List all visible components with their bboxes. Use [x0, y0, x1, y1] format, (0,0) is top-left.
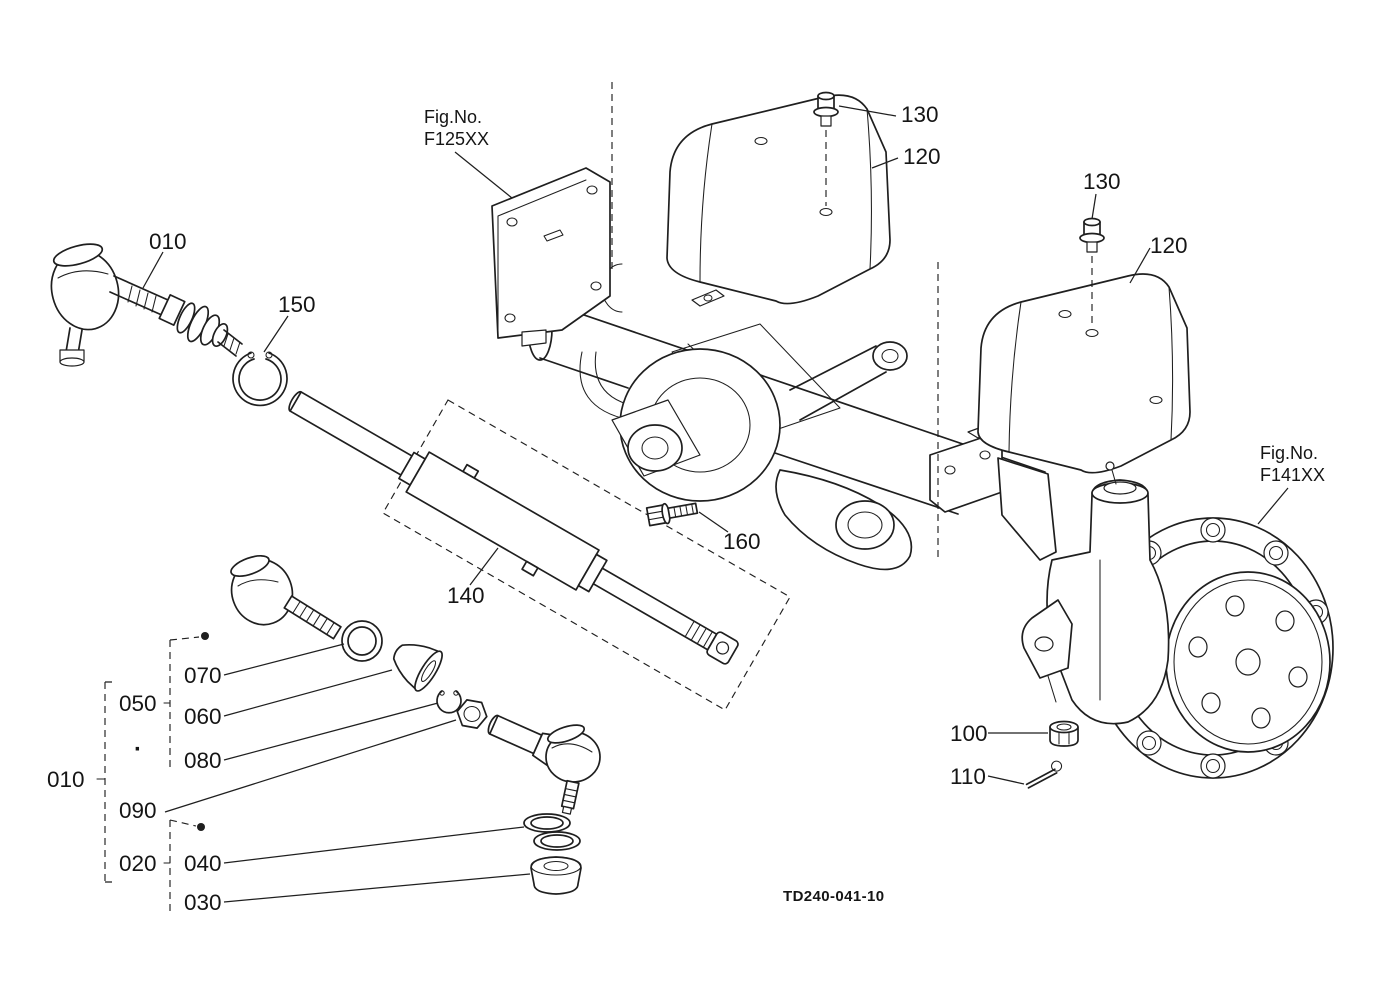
- callout-100: 100: [950, 721, 988, 746]
- callout-150: 150: [278, 292, 316, 317]
- figref-right-label: Fig.No.: [1260, 443, 1318, 463]
- mount-plate-f125: [491, 167, 611, 347]
- leader-130-right: [1091, 193, 1097, 220]
- leader-fig-left: [454, 151, 513, 199]
- leader-lines: [142, 105, 1289, 903]
- labels: Fig.No. F125XX Fig.No. F141XX 010 150 13…: [47, 102, 1325, 915]
- leader-160: [698, 511, 729, 533]
- seal-cup-030: [530, 856, 582, 895]
- callout-160: 160: [723, 529, 761, 554]
- leader-010-upper: [142, 251, 164, 289]
- figref-right-code: F141XX: [1260, 465, 1325, 485]
- cover-right-120: [977, 273, 1191, 474]
- bellows-boot-upper: [176, 302, 229, 348]
- figref-left-code: F125XX: [424, 129, 489, 149]
- leader-080: [223, 702, 439, 761]
- leader-110: [987, 775, 1025, 785]
- leader-040: [223, 826, 525, 864]
- parts-list-brackets: [96, 632, 209, 912]
- callout-010-left: 010: [47, 767, 85, 792]
- callout-030: 030: [184, 890, 222, 915]
- callout-130-right: 130: [1083, 169, 1121, 194]
- cotter-pin-110: [1025, 760, 1063, 789]
- bolt-130-right: [1079, 217, 1105, 328]
- callout-130-left: 130: [901, 102, 939, 127]
- callout-070: 070: [184, 663, 222, 688]
- leader-130-left: [838, 105, 897, 117]
- bolt-130-left: [813, 91, 839, 206]
- callout-140: 140: [447, 583, 485, 608]
- leader-120-right: [1129, 247, 1151, 284]
- callout-010-upper: 010: [149, 229, 187, 254]
- leader-140: [469, 547, 499, 586]
- leader-150: [263, 315, 289, 353]
- bracket-010: [104, 681, 114, 883]
- steering-knuckle: [1021, 461, 1170, 725]
- lock-nut-090: [456, 699, 488, 729]
- callout-120-left: 120: [903, 144, 941, 169]
- figref-left-label: Fig.No.: [424, 107, 482, 127]
- front-axle-housing: [527, 245, 1057, 571]
- cover-left-120: [666, 94, 891, 305]
- leader-120-left: [871, 157, 899, 169]
- tie-rod-end-upper: [50, 243, 243, 367]
- callout-120-right: 120: [1150, 233, 1188, 258]
- callout-050: 050: [119, 691, 157, 716]
- leader-070: [223, 643, 345, 676]
- callout-060: 060: [184, 704, 222, 729]
- o-rings-040: [523, 813, 581, 851]
- leader-090: [164, 719, 457, 813]
- plug-bolt-160: [645, 502, 699, 527]
- bracket-050: [169, 636, 200, 770]
- callout-020: 020: [119, 851, 157, 876]
- callout-080: 080: [184, 748, 222, 773]
- callout-090: 090: [119, 798, 157, 823]
- drawing-code: TD240-041-10: [783, 888, 885, 905]
- circlip-080: [436, 690, 462, 714]
- leader-060: [223, 669, 393, 717]
- leader-030: [223, 873, 531, 903]
- callout-040: 040: [184, 851, 222, 876]
- hub-face-holes: [1188, 595, 1308, 729]
- tie-rod-end-lower: [487, 714, 601, 815]
- callout-110: 110: [950, 764, 986, 789]
- nut-100: [1049, 720, 1079, 747]
- dust-boot-060: [392, 643, 443, 692]
- o-ring-070: [341, 620, 383, 662]
- ball-joint-inner: [230, 554, 342, 640]
- list-continuation-dot: ·: [134, 736, 142, 763]
- leader-fig-right: [1257, 487, 1289, 525]
- steering-cylinder: [288, 390, 739, 665]
- snap-ring-150: [232, 351, 288, 407]
- bracket-020: [169, 819, 197, 912]
